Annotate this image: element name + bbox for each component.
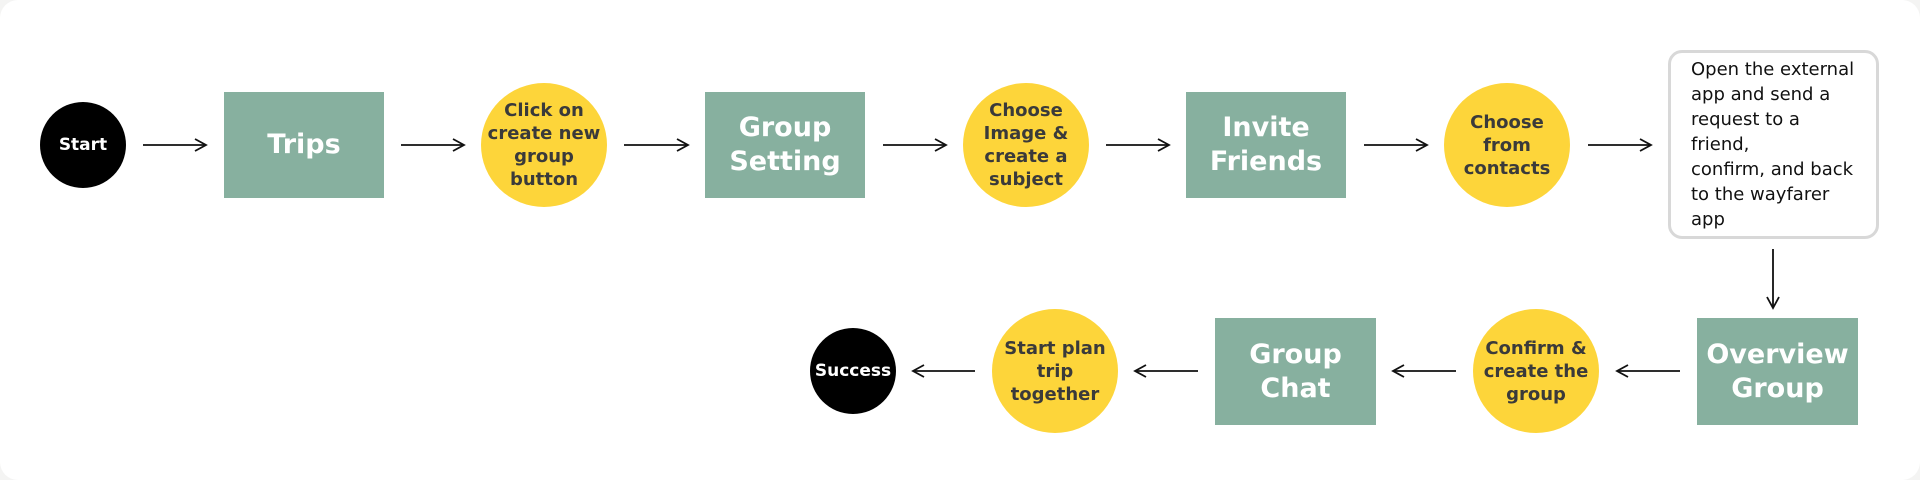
confirm-create-label: Confirm & create the group — [1483, 337, 1589, 405]
choose-image-action: Choose Image & create a subject — [963, 83, 1089, 207]
click-create-label: Click on create new group button — [487, 100, 601, 190]
click-create-action: Click on create new group button — [481, 83, 607, 207]
choose-contacts-label: Choose from contacts — [1463, 111, 1551, 179]
success-node: Success — [810, 328, 896, 414]
start-label: Start — [58, 135, 108, 155]
choose-image-label: Choose Image & create a subject — [983, 100, 1069, 190]
confirm-create-action: Confirm & create the group — [1473, 309, 1599, 433]
start-plan-action: Start plan trip together — [992, 309, 1118, 433]
group-setting-screen: Group Setting — [705, 92, 865, 198]
overview-group-screen: Overview Group — [1697, 318, 1858, 425]
overview-group-label: Overview Group — [1706, 338, 1849, 404]
success-label: Success — [814, 361, 892, 381]
group-chat-label: Group Chat — [1249, 338, 1342, 404]
group-setting-label: Group Setting — [729, 112, 841, 177]
group-chat-screen: Group Chat — [1215, 318, 1376, 425]
external-app-note: Open the external app and send a request… — [1668, 50, 1879, 239]
invite-friends-label: Invite Friends — [1209, 112, 1323, 177]
choose-contacts-action: Choose from contacts — [1444, 83, 1570, 207]
start-plan-label: Start plan trip together — [1004, 337, 1106, 405]
start-node: Start — [40, 102, 126, 188]
invite-friends-screen: Invite Friends — [1186, 92, 1346, 198]
external-app-note-text: Open the external app and send a request… — [1691, 59, 1855, 230]
trips-screen: Trips — [224, 92, 384, 198]
trips-label: Trips — [267, 129, 341, 160]
